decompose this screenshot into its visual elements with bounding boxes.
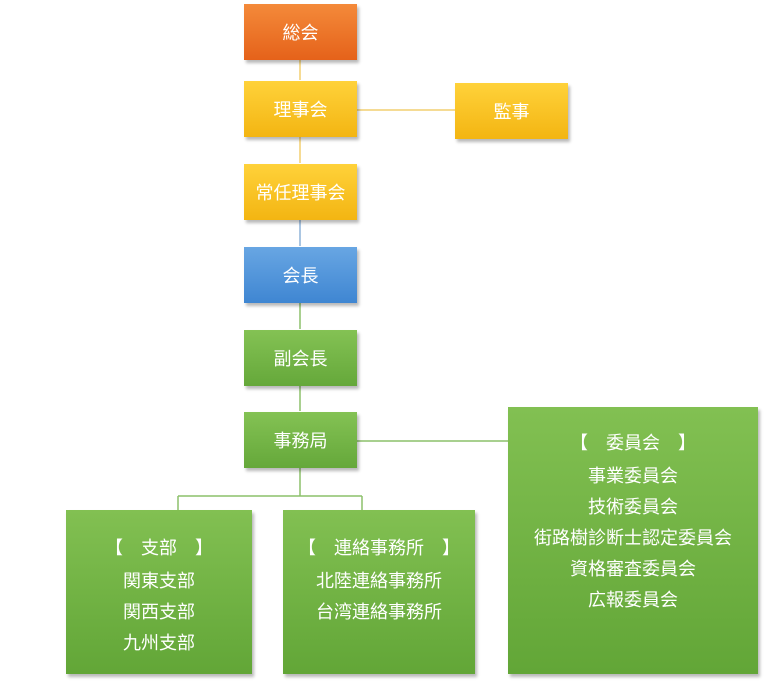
branch-item: 関西支部: [123, 602, 195, 623]
group-committees: 【 委員会 】 事業委員会 技術委員会 街路樹診断士認定委員会 資格審査委員会 …: [508, 407, 758, 674]
node-president: 会長: [244, 247, 357, 303]
branch-item: 関東支部: [123, 571, 195, 592]
committee-item: 事業委員会: [588, 466, 678, 487]
committee-item: 街路樹診断士認定委員会: [534, 528, 732, 549]
committee-item: 資格審査委員会: [570, 559, 696, 580]
node-general-assembly: 総会: [244, 4, 357, 60]
group-branches-title: 【 支部 】: [105, 538, 213, 559]
group-branches: 【 支部 】 関東支部 関西支部 九州支部: [66, 510, 252, 674]
liaison-item: 台湾連絡事務所: [316, 602, 442, 623]
committee-item: 技術委員会: [588, 497, 678, 518]
group-liaison-title: 【 連絡事務所 】: [298, 538, 460, 559]
node-auditor: 監事: [455, 83, 568, 139]
committee-item: 広報委員会: [588, 590, 678, 611]
branch-item: 九州支部: [123, 633, 195, 654]
group-liaison-offices: 【 連絡事務所 】 北陸連絡事務所 台湾連絡事務所: [283, 510, 475, 674]
liaison-item: 北陸連絡事務所: [316, 571, 442, 592]
node-vice-president: 副会長: [244, 330, 357, 386]
node-board: 理事会: [244, 81, 357, 137]
node-secretariat: 事務局: [244, 412, 357, 468]
node-standing-board: 常任理事会: [244, 164, 357, 220]
group-committees-title: 【 委員会 】: [570, 433, 696, 454]
